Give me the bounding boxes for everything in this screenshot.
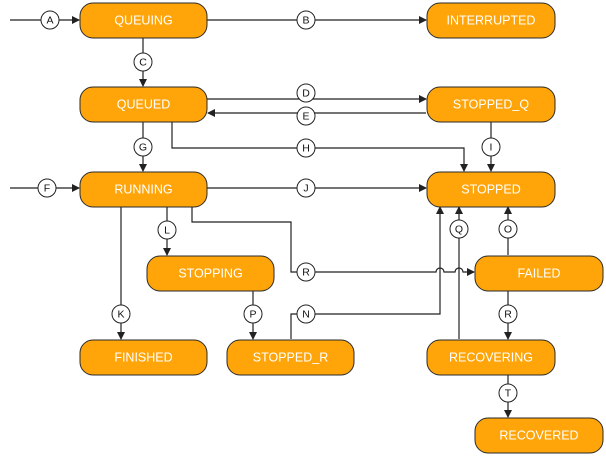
label-o-text: O [504, 224, 512, 236]
label-p-text: P [249, 309, 256, 321]
edge-r-upper [191, 206, 475, 276]
state-queued: QUEUED [79, 86, 208, 123]
state-failed-label: FAILED [517, 267, 560, 281]
state-interrupted-label: INTERRUPTED [447, 14, 536, 28]
label-t-text: T [505, 388, 512, 400]
label-q-text: Q [455, 224, 463, 236]
label-t: T [498, 383, 518, 403]
label-j-text: J [303, 183, 308, 195]
label-i-text: I [490, 142, 493, 154]
edge-h [171, 122, 468, 172]
label-c: C [133, 52, 153, 72]
label-p: P [243, 304, 263, 324]
state-queuing: QUEUING [79, 2, 208, 39]
state-recovering: RECOVERING [426, 339, 556, 376]
label-e: E [296, 106, 316, 126]
label-g: G [133, 137, 153, 157]
label-f-text: F [44, 183, 50, 195]
state-stopped-q: STOPPED_Q [426, 86, 556, 123]
label-b: B [296, 10, 316, 30]
state-queuing-label: QUEUING [114, 14, 172, 28]
state-interrupted: INTERRUPTED [426, 2, 556, 39]
label-g-text: G [139, 142, 147, 154]
state-running: RUNNING [79, 171, 208, 208]
label-h: H [296, 138, 316, 158]
state-stopped-q-label: STOPPED_Q [453, 98, 529, 112]
label-r-upper: R [296, 262, 316, 282]
label-d: D [296, 83, 316, 103]
label-i: I [481, 137, 501, 157]
label-r-lower: R [498, 304, 518, 324]
label-a: A [40, 10, 60, 30]
label-r-upper-text: R [302, 267, 310, 279]
label-b-text: B [302, 15, 309, 27]
label-q: Q [449, 219, 469, 239]
state-stopped-r-label: STOPPED_R [253, 351, 329, 365]
state-stopping-label: STOPPING [178, 267, 242, 281]
label-o: O [498, 219, 518, 239]
label-c-text: C [139, 57, 147, 69]
state-stopped-label: STOPPED [461, 183, 521, 197]
label-d-text: D [302, 88, 310, 100]
label-n: N [296, 304, 316, 324]
state-stopping: STOPPING [146, 255, 275, 292]
state-finished: FINISHED [79, 339, 208, 376]
label-f: F [37, 178, 57, 198]
state-stopped-r: STOPPED_R [226, 339, 355, 376]
state-recovering-label: RECOVERING [449, 351, 533, 365]
edge-n [290, 206, 444, 339]
state-recovered: RECOVERED [474, 417, 604, 454]
label-k: K [111, 304, 131, 324]
label-k-text: K [117, 309, 124, 321]
state-running-label: RUNNING [114, 183, 172, 197]
state-queued-label: QUEUED [117, 98, 170, 112]
label-l-text: L [164, 225, 170, 237]
label-j: J [296, 178, 316, 198]
label-r-lower-text: R [504, 309, 512, 321]
state-recovered-label: RECOVERED [499, 429, 578, 443]
state-finished-label: FINISHED [114, 351, 172, 365]
label-l: L [157, 220, 177, 240]
label-h-text: H [302, 143, 310, 155]
label-a-text: A [46, 15, 53, 27]
label-e-text: E [302, 111, 309, 123]
state-failed: FAILED [474, 255, 604, 292]
label-n-text: N [302, 309, 310, 321]
state-stopped: STOPPED [426, 171, 556, 208]
